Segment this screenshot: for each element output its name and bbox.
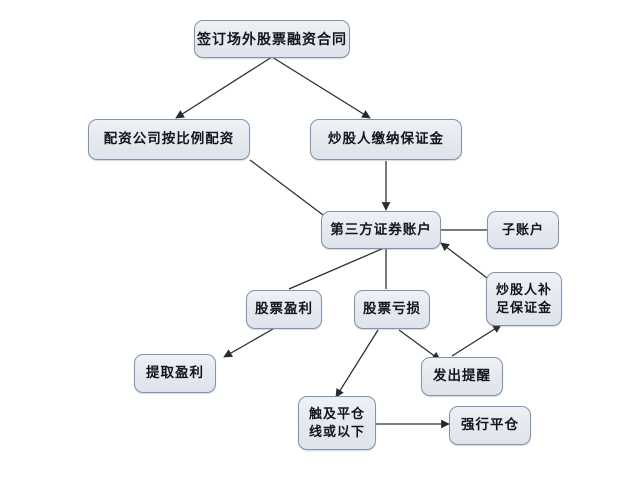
node-label: 股票盈利 [255, 301, 313, 317]
node-investor-pays-margin[interactable]: 炒股人缴纳保证金 [310, 119, 462, 160]
node-label: 签订场外股票融资合同 [197, 30, 347, 47]
node-label: 触及平仓 线或以下 [308, 406, 365, 439]
node-funding-company-allocates[interactable]: 配资公司按比例配资 [88, 119, 250, 160]
node-label: 提取盈利 [146, 365, 204, 381]
edge-n6-n4 [440, 242, 492, 282]
edge-n7-n4 [288, 247, 385, 290]
node-sign-financing-contract[interactable]: 签订场外股票融资合同 [194, 20, 350, 58]
node-stock-profit[interactable]: 股票盈利 [246, 290, 322, 329]
edge-n7-n9 [223, 328, 274, 358]
node-label: 发出提醒 [433, 368, 491, 384]
node-label: 强行平仓 [461, 417, 519, 433]
node-forced-liquidation[interactable]: 强行平仓 [449, 406, 531, 445]
node-investor-replenish-margin[interactable]: 炒股人补 足保证金 [486, 272, 562, 326]
node-reach-liquidation-line[interactable]: 触及平仓 线或以下 [298, 396, 376, 450]
node-label: 第三方证券账户 [330, 221, 432, 237]
node-label: 炒股人缴纳保证金 [328, 131, 444, 147]
node-third-party-securities-account[interactable]: 第三方证券账户 [321, 211, 441, 249]
edge-n8-n10 [398, 329, 441, 361]
node-label: 配资公司按比例配资 [103, 131, 235, 147]
node-send-reminder[interactable]: 发出提醒 [421, 357, 503, 396]
node-label: 子账户 [501, 222, 544, 238]
node-withdraw-profit[interactable]: 提取盈利 [134, 354, 216, 393]
edge-n8-n11 [335, 329, 379, 398]
edge-n2-n4 [249, 159, 332, 222]
node-label: 股票亏损 [363, 301, 421, 317]
edge-n10-n6 [451, 324, 502, 357]
node-label: 炒股人补 足保证金 [495, 282, 552, 315]
edge-n1-n3 [271, 56, 371, 119]
node-sub-account[interactable]: 子账户 [487, 211, 559, 249]
node-stock-loss[interactable]: 股票亏损 [354, 290, 430, 329]
edge-n1-n2 [175, 56, 273, 119]
